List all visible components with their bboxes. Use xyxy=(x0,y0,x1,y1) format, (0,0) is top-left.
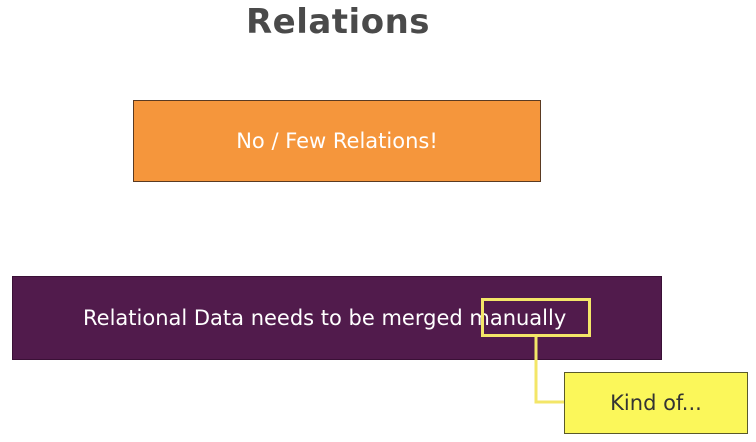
merge-manually-label: Relational Data needs to be merged manua… xyxy=(83,306,567,330)
merge-manually-box: Relational Data needs to be merged manua… xyxy=(12,276,662,360)
few-relations-label: No / Few Relations! xyxy=(236,129,438,153)
kind-of-callout-label: Kind of... xyxy=(610,391,702,415)
kind-of-callout-box: Kind of... xyxy=(564,372,748,434)
few-relations-box: No / Few Relations! xyxy=(133,100,541,182)
manually-highlight-frame xyxy=(481,298,591,337)
slide-title: Relations xyxy=(245,2,431,42)
